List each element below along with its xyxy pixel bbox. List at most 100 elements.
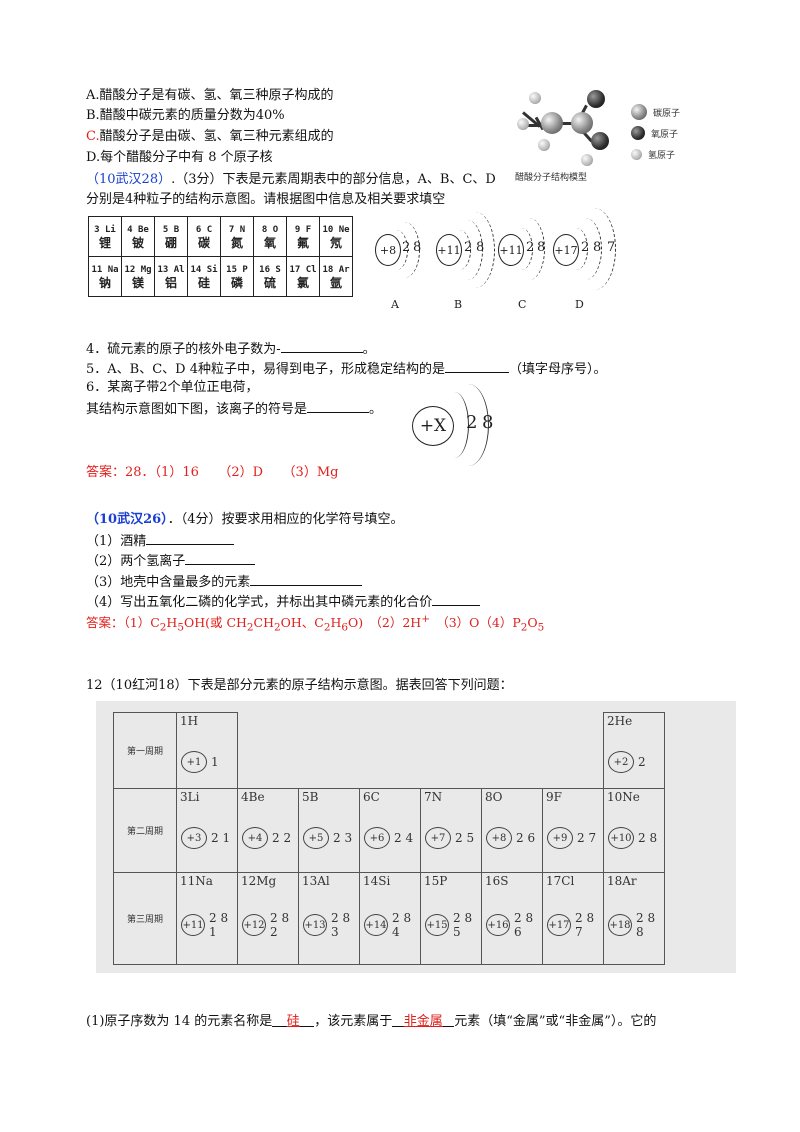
question-text: 6．某离子带2个单位正电荷， [86, 380, 259, 395]
bond [553, 122, 585, 125]
shell-electrons: 2 [464, 240, 473, 255]
q28-intro: （10武汉28）.（3分）下表是元素周期表中的部分信息，A、B、C、D [86, 170, 496, 189]
carbon-atom-icon [541, 112, 563, 134]
period-label: 第三周期 [113, 872, 177, 965]
shell-arc [573, 208, 616, 290]
question-text: ．（4分）按要求用相应的化学符号填空。 [167, 512, 404, 527]
diagram-label: D [575, 298, 584, 311]
question-text: 其结构示意图如下图，该离子的符号是 [86, 402, 308, 417]
ion-structure-diagram: +X 2 8 [406, 384, 506, 468]
answer-blank[interactable] [185, 550, 256, 565]
period-label: 第一周期 [113, 712, 177, 789]
question-text: 元素（填“金属”或“非金属”）。它的 [454, 1014, 657, 1029]
q26-answer: 答案：（1）C2H5OH(或 CH2CH2OH、C2H6O) （2）2H+ （3… [86, 613, 545, 634]
carbon-atom-icon [571, 112, 593, 134]
oxygen-atom-icon [591, 132, 609, 150]
answer-blank-filled[interactable]: 非金属 [392, 1012, 455, 1029]
shell-electrons: 8 [537, 240, 546, 255]
answer-blank[interactable] [280, 338, 363, 353]
option-letter-correct: C. [86, 129, 100, 144]
option-c: C.醋酸分子是由碳、氢、氧三种元素组成的 [86, 127, 334, 146]
option-letter: B. [86, 108, 100, 123]
structure-diagram-d: +17 2 8 7 D [553, 208, 623, 312]
question-text: .（3分）下表是元素周期表中的部分信息，A、B、C、D [171, 172, 496, 187]
option-b: B.醋酸中碳元素的质量分数为40% [86, 106, 285, 125]
diagram-label: C [518, 298, 527, 311]
answer-prefix: 答案： [86, 615, 124, 631]
answer-blank[interactable] [146, 530, 235, 545]
answer-blank[interactable] [307, 398, 370, 413]
option-letter: D. [86, 150, 101, 165]
shell-arc [456, 212, 495, 288]
question-text: ，该元素属于 [314, 1014, 393, 1029]
hydrogen-atom-icon [538, 139, 550, 151]
shell-electrons: 7 [607, 240, 616, 255]
option-letter: A. [86, 88, 100, 103]
question-text: （填字母序号）。 [509, 362, 607, 377]
shell-arc [514, 218, 545, 280]
answer-blank[interactable] [445, 358, 509, 373]
question-text: 分别是4种粒子的结构示意图。请根据图中信息及相关要求填空 [86, 192, 446, 206]
hydrogen-atom-icon [517, 118, 529, 130]
answer-blank-filled[interactable]: 硅 [272, 1012, 315, 1029]
shell-arc [448, 384, 489, 466]
q28-sub6-line2: 其结构示意图如下图，该离子的符号是。 [86, 398, 382, 419]
diagram-label: A [391, 298, 399, 311]
figure-caption: 醋酸分子结构模型 [515, 173, 588, 183]
shell-electrons: 8 [482, 412, 494, 433]
answer-blank[interactable] [250, 571, 363, 586]
q26-item-4: （4）写出五氧化二磷的化学式，并标出其中磷元素的化合价 [86, 591, 481, 612]
question-text: (1)原子序数为 14 的元素名称是 [86, 1014, 273, 1029]
option-text: 醋酸分子是有碳、氢、氧三种原子构成的 [99, 88, 334, 103]
option-text: 醋酸分子是由碳、氢、氧三种元素组成的 [99, 129, 334, 144]
answer-blank[interactable] [432, 591, 481, 606]
diagram-label: B [454, 298, 463, 311]
carbon-atom-icon [631, 104, 647, 120]
question-text: 5．A、B、C、D 4种粒子中，易得到电子，形成稳定结构的是 [86, 362, 445, 377]
shell-electrons: 2 [402, 240, 411, 255]
question-source: （10武汉28） [86, 172, 172, 187]
structure-diagram-c: +11 2 8 C [498, 210, 558, 311]
q12-sub1: (1)原子序数为 14 的元素名称是硅，该元素属于非金属元素（填“金属”或“非金… [86, 1012, 656, 1031]
shell-electrons: 8 [476, 240, 485, 255]
structure-diagram-a: +8 2 8 A [375, 212, 435, 312]
hydrogen-atom-icon [529, 92, 541, 104]
q28-answer: 答案：28．（1）16 （2）D （3）Mg [86, 465, 339, 480]
question-text: 4．硫元素的原子的核外电子数为- [86, 342, 281, 357]
q26-item-2: （2）两个氢离子 [86, 550, 256, 571]
acetic-acid-molecule-figure: 醋酸分子结构模型 碳原子 氧原子 氢原子 [505, 84, 700, 184]
question-text: （3）地壳中含量最多的元素 [86, 575, 251, 590]
q12-title: 12（10红河18）下表是部分元素的原子结构示意图。据表回答下列问题： [86, 678, 513, 693]
legend-oxygen: 氧原子 [631, 126, 678, 140]
hydrogen-atom-icon [581, 154, 593, 166]
